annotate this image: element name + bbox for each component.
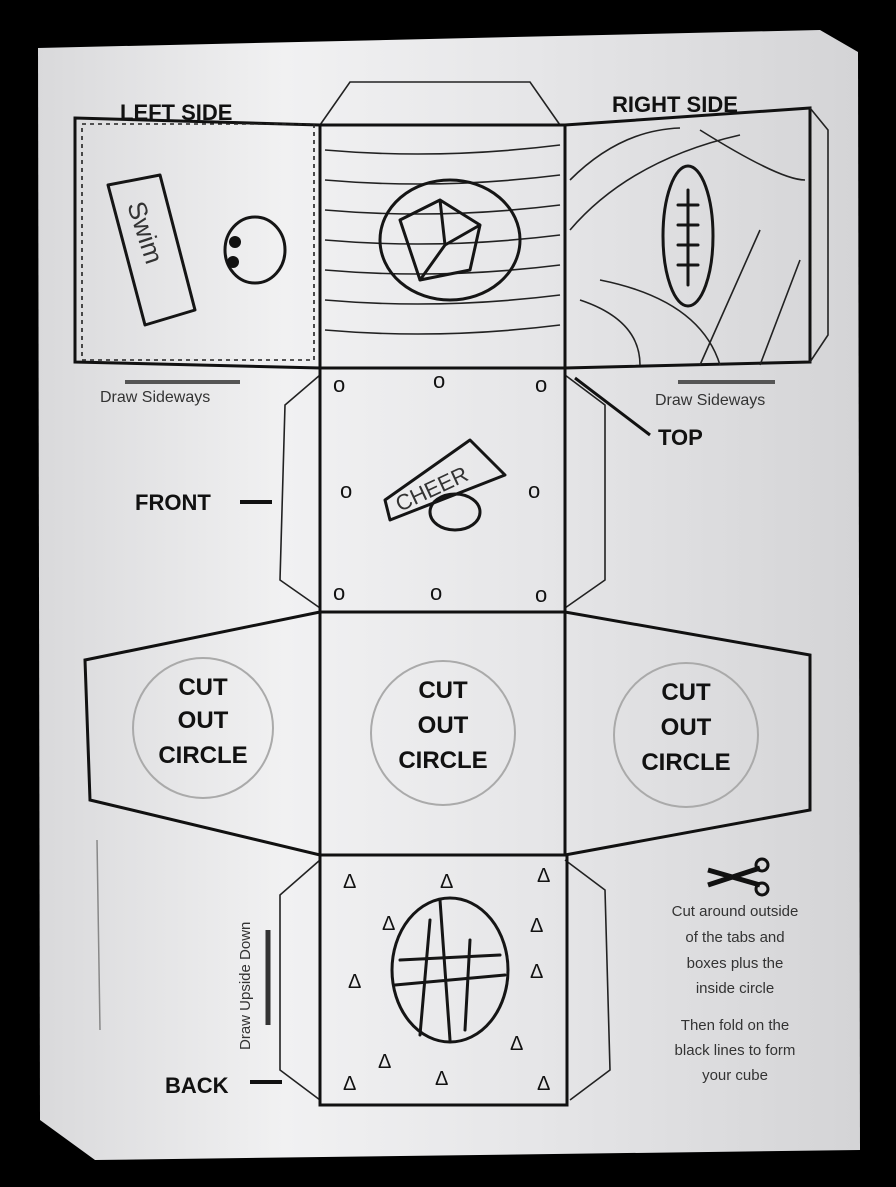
- svg-text:Δ: Δ: [530, 915, 543, 937]
- svg-text:o: o: [535, 372, 547, 397]
- svg-text:o: o: [433, 368, 445, 393]
- svg-text:OUT: OUT: [418, 712, 469, 739]
- svg-text:Δ: Δ: [348, 971, 361, 993]
- scissors-icon: [707, 857, 770, 897]
- svg-text:CUT: CUT: [178, 674, 228, 701]
- svg-text:Δ: Δ: [440, 871, 453, 893]
- back-face: [318, 853, 569, 1107]
- name-line: [96, 839, 101, 1031]
- svg-text:OUT: OUT: [661, 714, 712, 741]
- right-side-drawing: [569, 127, 806, 366]
- svg-text:Δ: Δ: [537, 1073, 550, 1095]
- left-side-drawing: Swim: [81, 123, 315, 361]
- instructions: Cut around outside of the tabs and boxes…: [672, 903, 799, 1084]
- svg-text:CUT: CUT: [418, 677, 468, 704]
- svg-text:CUT: CUT: [661, 679, 711, 706]
- svg-text:Δ: Δ: [435, 1068, 448, 1090]
- svg-text:o: o: [528, 478, 540, 503]
- svg-text:Δ: Δ: [537, 865, 550, 887]
- svg-text:OUT: OUT: [178, 707, 229, 734]
- front-label: FRONT: [135, 490, 211, 515]
- top-label: TOP: [658, 425, 703, 450]
- draw-upside-down-label: Draw Upside Down: [237, 922, 254, 1050]
- top-tab: [319, 81, 561, 126]
- draw-sideways-left: Draw Sideways: [100, 389, 210, 406]
- row-sides: [73, 106, 829, 370]
- draw-sideways-right: Draw Sideways: [655, 392, 765, 409]
- svg-text:o: o: [333, 372, 345, 397]
- svg-text:Then fold on the: Then fold on the: [681, 1017, 789, 1034]
- left-side-label: LEFT SIDE: [120, 100, 232, 125]
- svg-text:o: o: [430, 580, 442, 605]
- cut-out-circle-3: CUT OUT CIRCLE: [613, 662, 759, 808]
- svg-text:of the tabs and: of the tabs and: [685, 929, 784, 946]
- svg-text:Δ: Δ: [382, 913, 395, 935]
- svg-text:CIRCLE: CIRCLE: [158, 742, 247, 769]
- svg-text:Δ: Δ: [378, 1051, 391, 1073]
- svg-text:inside circle: inside circle: [696, 980, 774, 997]
- svg-text:Δ: Δ: [343, 1073, 356, 1095]
- right-side-label: RIGHT SIDE: [612, 92, 738, 117]
- svg-text:CIRCLE: CIRCLE: [398, 747, 487, 774]
- svg-text:o: o: [333, 580, 345, 605]
- svg-text:black lines to form: black lines to form: [675, 1042, 796, 1059]
- svg-text:Cut around outside: Cut around outside: [672, 903, 799, 920]
- svg-text:Δ: Δ: [530, 961, 543, 983]
- svg-text:your cube: your cube: [702, 1067, 768, 1084]
- svg-text:o: o: [340, 478, 352, 503]
- paper-sheet: [38, 30, 860, 1160]
- back-label: BACK: [165, 1073, 229, 1098]
- svg-text:Δ: Δ: [343, 871, 356, 893]
- svg-text:CIRCLE: CIRCLE: [641, 749, 730, 776]
- cut-out-circle-2: CUT OUT CIRCLE: [370, 660, 516, 806]
- cut-out-circle-1: CUT OUT CIRCLE: [132, 657, 274, 799]
- svg-text:boxes plus the: boxes plus the: [687, 955, 784, 972]
- svg-text:Δ: Δ: [510, 1033, 523, 1055]
- top-face-drawing: [324, 144, 561, 335]
- svg-text:o: o: [535, 582, 547, 607]
